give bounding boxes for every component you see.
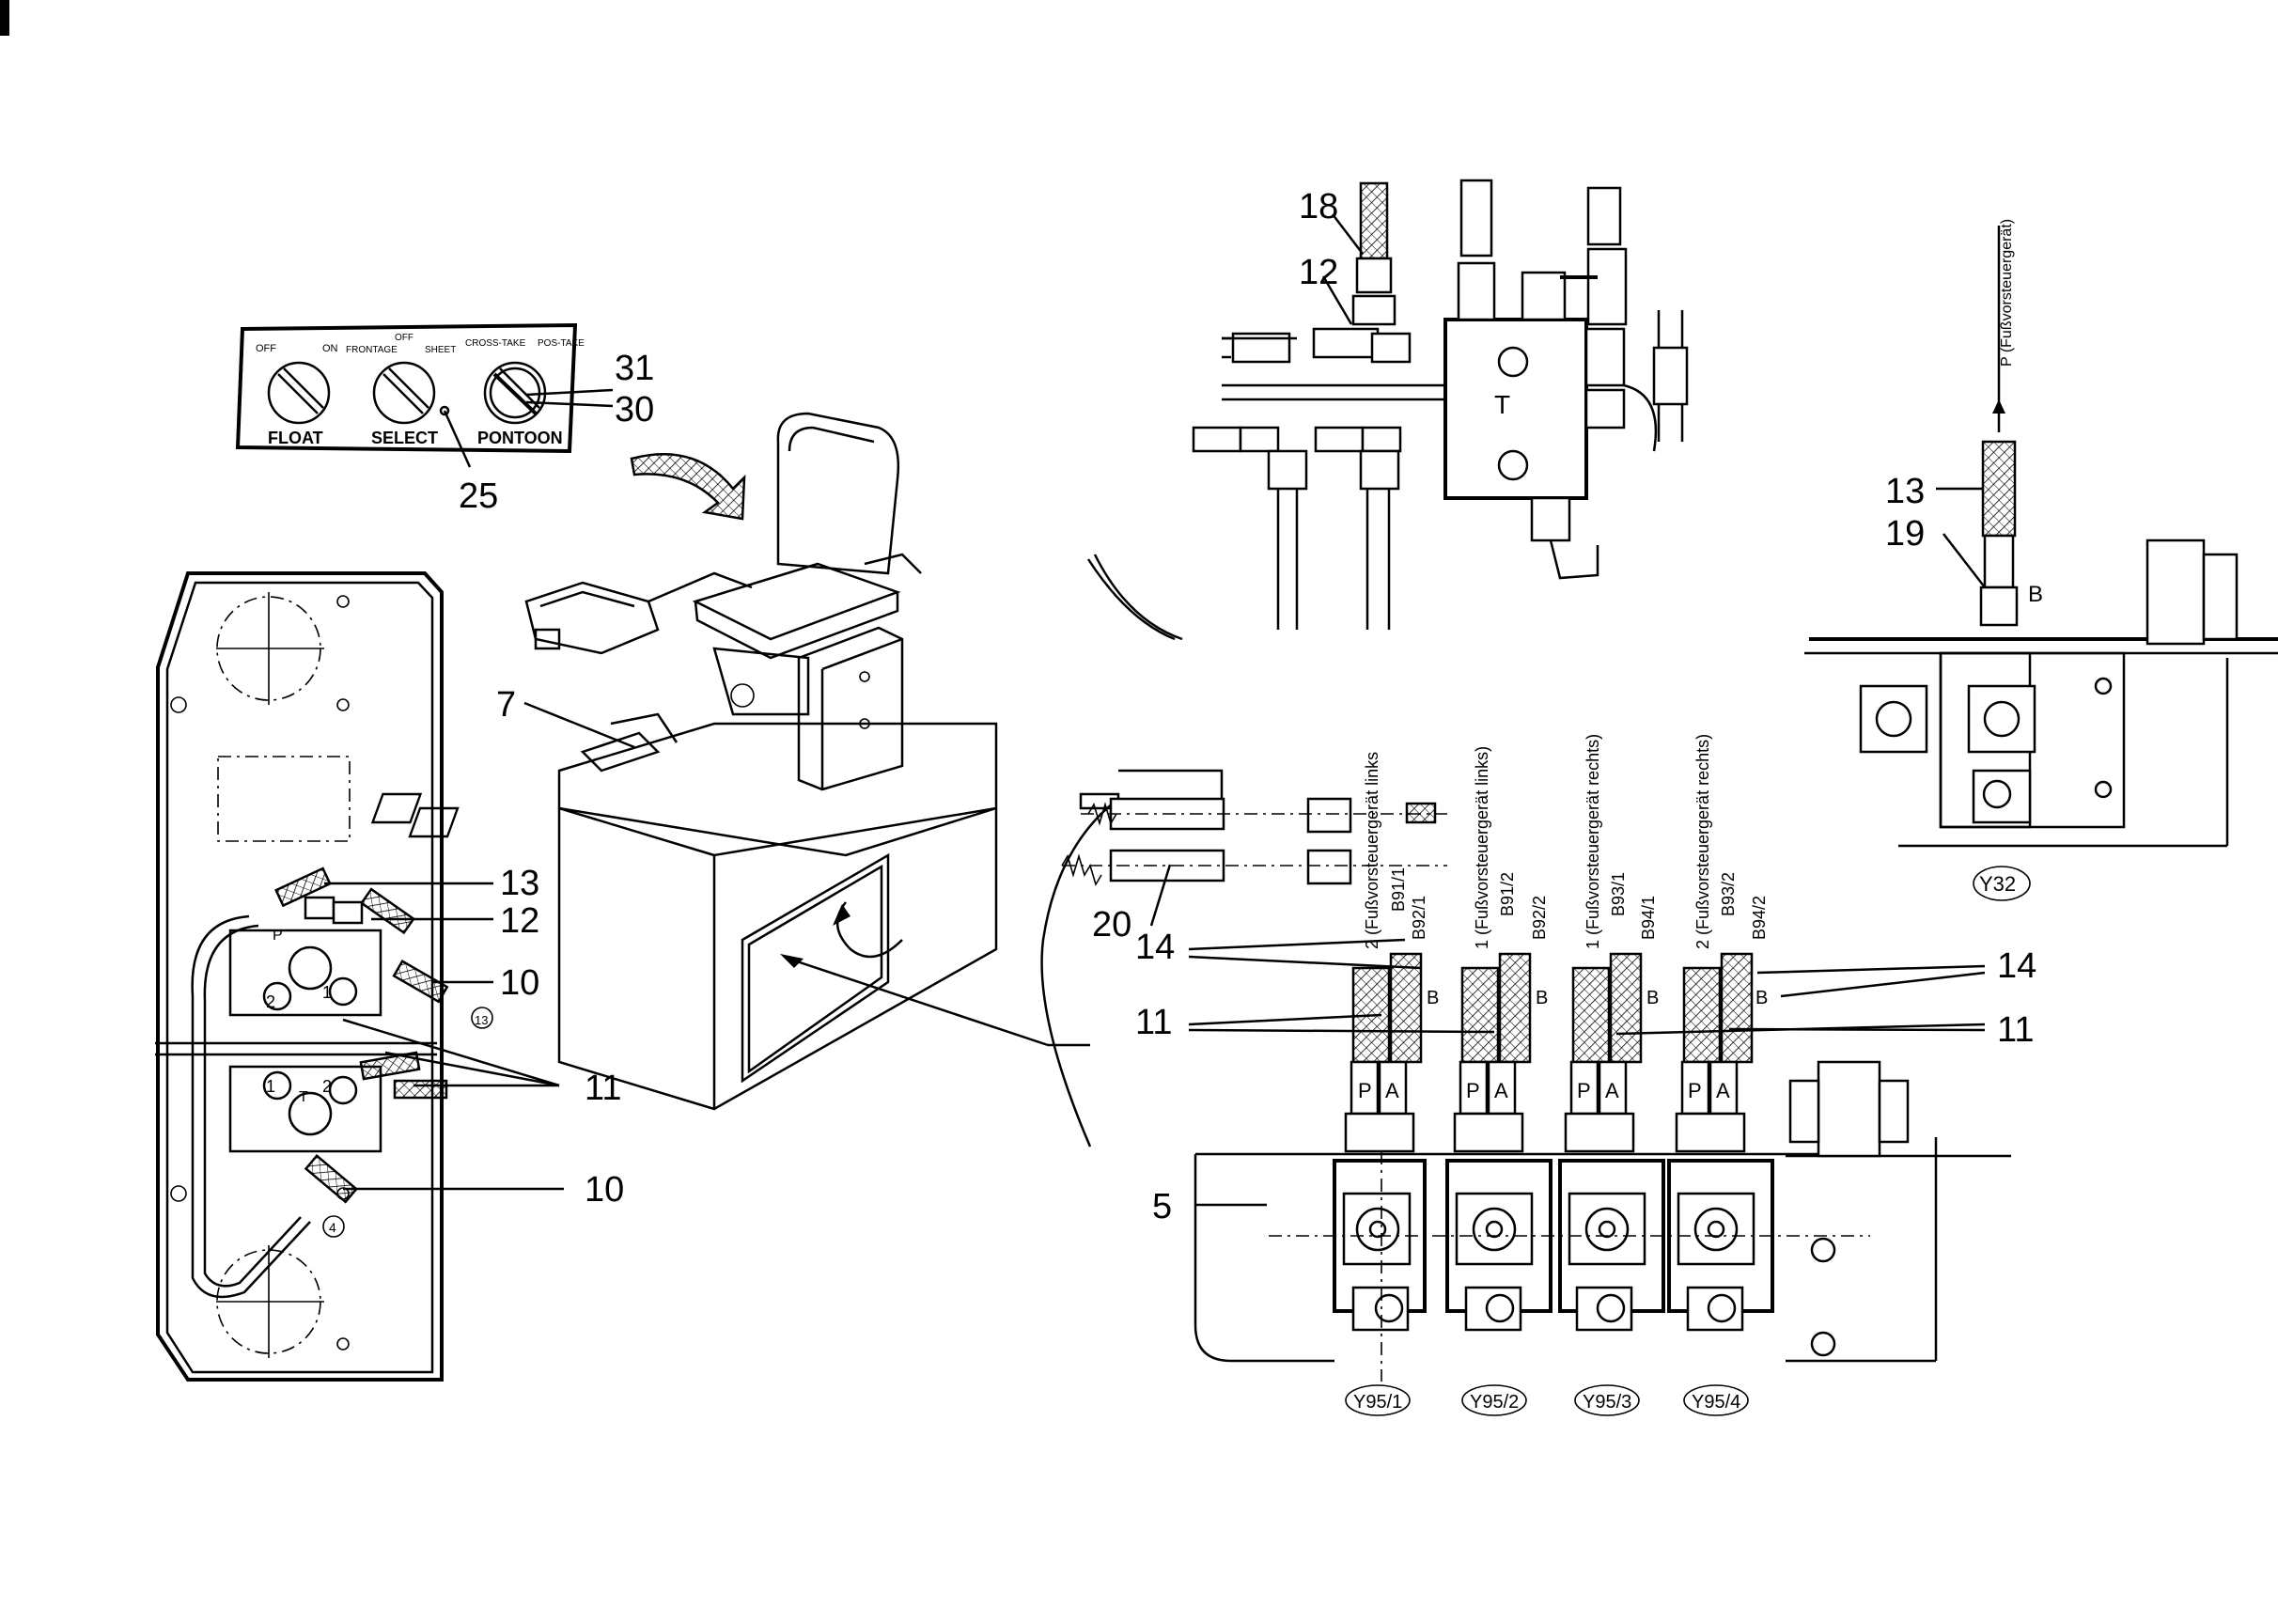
callout-14-right: 14 [1997, 946, 2036, 986]
port-b-1: B [1427, 988, 1439, 1008]
callout-19: 19 [1885, 514, 1925, 554]
label-foot-right-1: 1 (Fußvorsteuergerät rechts) [1584, 734, 1602, 949]
port-b-4: B [1755, 988, 1768, 1008]
label-foot-left-2: 2 (Fußvorsteuergerät links [1363, 752, 1381, 949]
tag-y95-2: Y95/2 [1470, 1392, 1519, 1413]
tag-y95-1: Y95/1 [1353, 1392, 1402, 1413]
label-p-foot-control: P (Fußvorsteuergerät) [1999, 219, 2015, 367]
callout-20: 20 [1092, 905, 1131, 945]
port-t-top: T [1494, 390, 1510, 419]
callout-13-right: 13 [1885, 472, 1925, 511]
float-label: FLOAT [268, 429, 323, 447]
port-b-2: B [1536, 988, 1548, 1008]
label-b91-2: B91/2 [1498, 872, 1517, 916]
select-left-label: FRONTAGE [346, 345, 398, 355]
label-b93-2: B93/2 [1719, 872, 1738, 916]
select-right-label: SHEET [425, 345, 456, 355]
tag-y32: Y32 [1979, 872, 2016, 896]
label-b92-1: B92/1 [1410, 896, 1428, 940]
port-1-left: 1 [322, 983, 332, 1002]
callout-18: 18 [1299, 187, 1338, 226]
callout-11-right: 11 [1997, 1010, 2034, 1050]
circled-13: 13 [475, 1013, 488, 1027]
callout-10-top: 10 [500, 963, 539, 1003]
tag-y95-3: Y95/3 [1583, 1392, 1631, 1413]
callout-5: 5 [1152, 1187, 1172, 1226]
port-a-1: A [1385, 1079, 1399, 1102]
main-valve-stack: 20 2 (Fußvorsteuergerät links B91/1 B92/… [1040, 734, 2036, 1416]
callout-13-left: 13 [500, 864, 539, 903]
float-off-label: OFF [256, 343, 276, 354]
label-foot-left-1: 1 (Fußvorsteuergerät links) [1473, 746, 1491, 949]
control-panel: OFF ON FLOAT FRONTAGE OFF SHEET SELECT C… [235, 322, 654, 516]
valve-column-3 [1558, 952, 1665, 1332]
valve-column-2 [1445, 952, 1552, 1332]
float-on-label: ON [322, 343, 338, 354]
port-p-4: P [1688, 1079, 1702, 1102]
port-t-left: T [299, 1089, 308, 1105]
top-valve-detail: T 18 12 [1086, 179, 1689, 641]
pontoon-label: PONTOON [477, 429, 563, 447]
pontoon-left-label: CROSS-TAKE [465, 338, 526, 349]
port-p-2: P [1466, 1079, 1480, 1102]
callout-12-top: 12 [1299, 253, 1338, 292]
operator-seat-console: 7 [370, 412, 1090, 1111]
tag-y95-4: Y95/4 [1692, 1392, 1740, 1413]
pontoon-knob[interactable]: CROSS-TAKE POS-TAKE PONTOON [465, 338, 585, 447]
callout-11-mid-left: 11 [1135, 1003, 1172, 1042]
label-b93-1: B93/1 [1609, 872, 1628, 916]
y32-detail: P (Fußvorsteuergerät) B 13 19 Y32 [1804, 219, 2278, 901]
label-b92-2: B92/2 [1530, 896, 1549, 940]
label-foot-right-2: 2 (Fußvorsteuergerät rechts) [1693, 734, 1712, 949]
callout-7: 7 [496, 685, 516, 725]
select-label: SELECT [371, 429, 438, 447]
label-b94-2: B94/2 [1750, 896, 1769, 940]
callout-12-left: 12 [500, 901, 539, 941]
callout-25: 25 [459, 476, 498, 516]
callout-10-bottom: 10 [585, 1170, 624, 1210]
circled-4: 4 [329, 1220, 336, 1235]
callout-30: 30 [615, 390, 654, 429]
port-p-1: P [1358, 1079, 1372, 1102]
curved-arrow [630, 453, 746, 521]
port-b-y32: B [2028, 582, 2043, 607]
port-2-lower: 2 [322, 1077, 332, 1096]
port-p-left: P [273, 928, 283, 944]
port-b-3: B [1646, 988, 1659, 1008]
callout-31: 31 [615, 349, 654, 388]
port-1-lower: 1 [266, 1077, 275, 1096]
valve-column-4 [1667, 952, 1774, 1332]
select-knob[interactable]: FRONTAGE OFF SHEET SELECT [346, 333, 456, 447]
callout-14-left: 14 [1135, 928, 1175, 967]
pontoon-right-label: POS-TAKE [538, 338, 585, 349]
label-b94-1: B94/1 [1639, 896, 1658, 940]
indicator-lamp-25 [439, 405, 450, 416]
valve-tags: Y95/1 Y95/2 Y95/3 Y95/4 [1345, 1384, 1749, 1416]
select-center-label: OFF [395, 333, 413, 343]
label-b91-1: B91/1 [1389, 867, 1408, 912]
port-2-left: 2 [266, 992, 275, 1011]
valve-column-1 [1333, 952, 1427, 1332]
port-a-4: A [1716, 1079, 1730, 1102]
port-a-3: A [1605, 1079, 1619, 1102]
corner-mark [0, 0, 9, 36]
port-a-2: A [1494, 1079, 1508, 1102]
port-p-3: P [1577, 1079, 1591, 1102]
float-knob[interactable]: OFF ON FLOAT [256, 343, 338, 447]
left-mounting-plate: 2 1 1 2 P T 13 4 13 12 10 11 10 [155, 571, 624, 1382]
callout-11-left: 11 [585, 1069, 621, 1108]
